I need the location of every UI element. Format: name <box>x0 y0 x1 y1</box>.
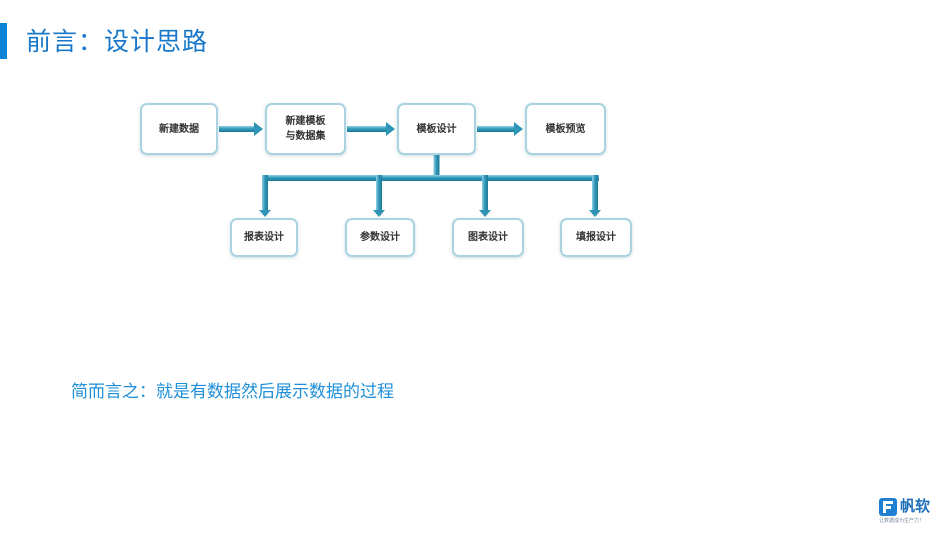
connector-bus <box>262 175 599 181</box>
connector-trunk <box>433 155 440 178</box>
logo-slogan: 让数据成为生产力！ <box>879 518 925 524</box>
arrowhead-down <box>479 210 491 217</box>
connector-horizontal <box>477 126 515 132</box>
node-template-preview: 模板预览 <box>525 103 606 155</box>
node-parameter-design: 参数设计 <box>345 218 415 257</box>
title-accent-bar <box>0 23 7 59</box>
fanruan-logo-icon <box>879 498 897 516</box>
fanruan-logo: 帆软 让数据成为生产力！ <box>876 495 942 525</box>
logo-name: 帆软 <box>900 497 931 515</box>
arrowhead-right <box>514 122 523 136</box>
node-chart-design: 图表设计 <box>452 218 524 257</box>
node-new-template-dataset: 新建模板 与数据集 <box>265 103 346 155</box>
arrowhead-down <box>589 210 601 217</box>
arrowhead-down <box>373 210 385 217</box>
arrowhead-right <box>386 122 395 136</box>
connector-drop <box>262 175 268 212</box>
connector-drop <box>482 175 488 212</box>
node-fill-report-design: 填报设计 <box>560 218 632 257</box>
node-template-design: 模板设计 <box>397 103 476 155</box>
node-new-data: 新建数据 <box>140 103 218 155</box>
summary-text: 简而言之：就是有数据然后展示数据的过程 <box>71 382 394 402</box>
connector-horizontal <box>219 126 255 132</box>
connector-drop <box>376 175 382 212</box>
connector-horizontal <box>347 126 387 132</box>
arrowhead-right <box>254 122 263 136</box>
page-title: 前言：设计思路 <box>26 27 209 56</box>
arrowhead-down <box>259 210 271 217</box>
connector-drop <box>592 175 598 212</box>
node-report-design: 报表设计 <box>230 218 298 257</box>
